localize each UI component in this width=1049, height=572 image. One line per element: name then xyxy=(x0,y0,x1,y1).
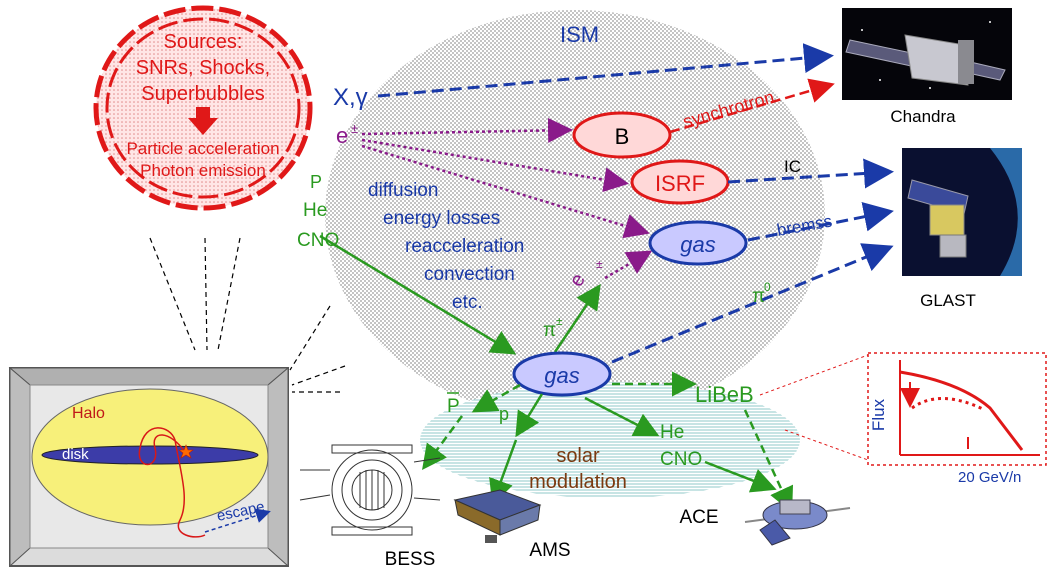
flux-plot-frame xyxy=(867,352,1047,466)
electron-label: e xyxy=(336,123,348,148)
p-to-ams-arrow xyxy=(489,439,518,505)
p-arrow xyxy=(515,393,544,438)
cno-label: CNO xyxy=(297,230,339,251)
flux-zoom-line-top xyxy=(759,354,869,396)
flux-plot xyxy=(899,360,1040,456)
e-to-gas-arrow xyxy=(361,144,650,239)
bremss-arrow xyxy=(747,201,894,242)
disk-label: disk xyxy=(62,446,89,463)
flux-xlabel: 20 GeV/n xyxy=(958,469,1021,486)
galaxy-box: Halo disk escape xyxy=(8,366,290,568)
flux-ylabel: Flux xyxy=(869,398,888,431)
pi0-charge: 0 xyxy=(764,280,771,294)
ams-label: AMS xyxy=(529,540,570,561)
gas-node-top xyxy=(648,220,748,266)
ace-label: ACE xyxy=(679,507,718,528)
e-to-isrf-arrow xyxy=(361,138,629,193)
sources-title: Sources: xyxy=(164,31,243,53)
ism-region xyxy=(325,10,825,420)
pi0-label: π xyxy=(752,286,765,307)
glast-image xyxy=(902,148,1022,276)
b-field-node xyxy=(572,111,672,159)
pbar-to-bess-arrow xyxy=(422,415,464,471)
flux-curve-unmodulated xyxy=(899,370,1024,451)
pbar-label: P xyxy=(447,396,460,417)
modulation-line1: solar xyxy=(556,445,600,467)
process-diffusion: diffusion xyxy=(368,180,438,201)
chandra-image xyxy=(842,8,1012,100)
solar-modulation-region xyxy=(420,382,800,498)
e-to-b-arrow xyxy=(361,117,573,143)
gas-label-main: gas xyxy=(544,363,579,388)
b-field-label: B xyxy=(615,124,630,149)
process-reacceleration: reacceleration xyxy=(405,236,524,257)
cno-to-ace-arrow xyxy=(704,460,777,493)
he-product-label: He xyxy=(660,422,684,443)
bess-label: BESS xyxy=(385,549,436,570)
chandra-label: Chandra xyxy=(890,107,956,126)
secondary-e-arrow xyxy=(604,250,653,280)
sources-down-arrow xyxy=(188,107,218,135)
gas-label-top: gas xyxy=(680,232,715,257)
proton-label: P xyxy=(310,172,322,192)
glast-label: GLAST xyxy=(920,291,976,310)
flux-zoom-line-bottom xyxy=(784,429,869,461)
ams-image xyxy=(453,489,542,543)
isrf-label: ISRF xyxy=(655,171,705,196)
process-energy-losses: energy losses xyxy=(383,208,500,229)
pi-pm-label: π xyxy=(543,320,556,341)
sources-line4: Photon emission xyxy=(140,161,266,180)
helium-label: He xyxy=(303,200,327,221)
pi-pm-arrow xyxy=(553,283,601,353)
p-label: p xyxy=(499,404,509,424)
pi-pm-charge: ± xyxy=(556,314,563,328)
ic-label: IC xyxy=(784,157,801,176)
zoom-lines xyxy=(149,237,346,393)
ism-label: ISM xyxy=(560,22,599,47)
he-arrow xyxy=(584,396,660,437)
libeb-to-ace-arrow xyxy=(743,409,794,513)
xgamma-label: X,γ xyxy=(333,84,368,111)
bess-image xyxy=(299,444,441,536)
pbar-arrow xyxy=(471,383,521,413)
ace-image xyxy=(744,499,851,546)
process-etc: etc. xyxy=(452,292,483,313)
secondary-e-charge: ± xyxy=(596,257,603,271)
xray-arrow xyxy=(377,43,834,98)
source-star-icon xyxy=(178,444,194,459)
modulation-line2: modulation xyxy=(529,471,627,493)
sources-line2: Superbubbles xyxy=(141,83,264,105)
sources-line3: Particle acceleration xyxy=(126,139,279,158)
libeb-label: LiBeB xyxy=(695,382,754,407)
pi0-arrow xyxy=(611,243,894,364)
ic-arrow xyxy=(727,158,894,189)
particle-track xyxy=(138,427,206,538)
halo-label: Halo xyxy=(72,405,105,422)
gas-node-main xyxy=(512,351,612,397)
sources-line1: SNRs, Shocks, xyxy=(136,57,270,79)
synchrotron-arrow xyxy=(669,78,835,134)
cno-product-label: CNO xyxy=(660,449,702,470)
process-convection: convection xyxy=(424,264,515,285)
primary-cr-arrow xyxy=(319,234,517,355)
electron-charge: ± xyxy=(351,121,358,136)
